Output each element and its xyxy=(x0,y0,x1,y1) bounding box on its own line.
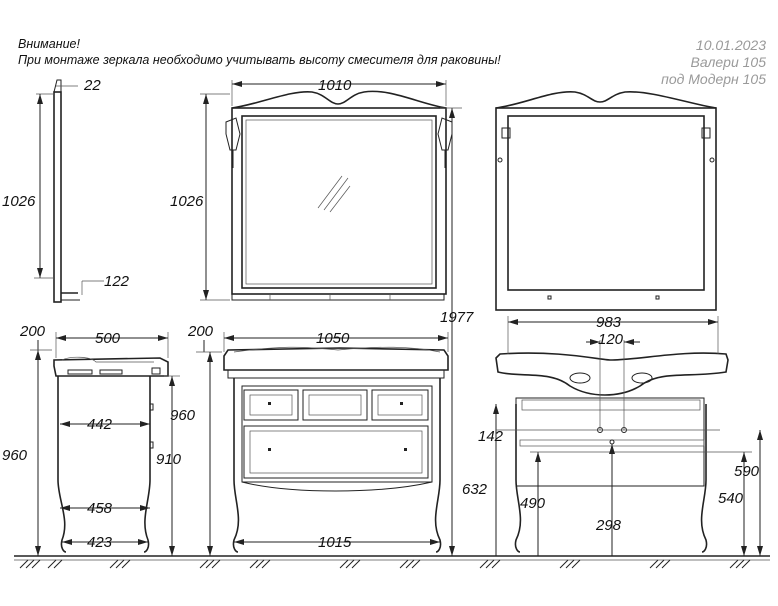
total-height-line xyxy=(440,107,462,556)
dim-sink-depth-top: 200 xyxy=(19,323,46,340)
dim-rear-490: 490 xyxy=(520,495,546,512)
cabinet-rear-view xyxy=(493,316,763,556)
dim-rear-540: 540 xyxy=(718,490,744,507)
dim-rear-590: 590 xyxy=(734,463,760,480)
dim-total-height: 1977 xyxy=(440,309,474,326)
dim-leg-depth-423: 423 xyxy=(87,534,113,551)
dim-mirror-height-side: 1026 xyxy=(2,193,36,210)
warning-title: Внимание! xyxy=(18,37,80,51)
dim-leg-depth-458: 458 xyxy=(87,500,113,517)
model-variant: под Модерн 105 xyxy=(661,71,766,87)
cabinet-side-view xyxy=(30,332,180,556)
dim-rear-142: 142 xyxy=(478,428,504,445)
dim-mirror-depth: 22 xyxy=(83,77,101,94)
dim-rear-width: 983 xyxy=(596,314,622,331)
cabinet-front-view xyxy=(196,332,449,556)
dim-side-height-910: 910 xyxy=(156,451,182,468)
dim-cabinet-height-side: 960 xyxy=(2,447,28,464)
dim-cabinet-inner-depth: 442 xyxy=(87,416,113,433)
dim-front-sink-offset: 200 xyxy=(187,323,214,340)
dim-mirror-width: 1010 xyxy=(318,77,352,94)
dim-rear-298: 298 xyxy=(595,517,622,534)
dim-rear-hole-spacing: 120 xyxy=(598,331,624,348)
dim-cabinet-depth: 500 xyxy=(95,330,121,347)
mirror-side-view xyxy=(34,79,104,303)
dim-front-leg-width: 1015 xyxy=(318,534,352,551)
mirror-front-view xyxy=(200,80,453,301)
drawing-date: 10.01.2023 xyxy=(695,37,766,53)
warning-text: При монтаже зеркала необходимо учитывать… xyxy=(18,53,501,67)
floor-line xyxy=(14,555,770,569)
dim-mirror-hook: 122 xyxy=(104,273,130,290)
mirror-rear-view xyxy=(495,91,717,311)
dim-front-height: 960 xyxy=(170,407,196,424)
dim-rear-632: 632 xyxy=(462,481,488,498)
dim-front-width: 1050 xyxy=(316,330,350,347)
dim-mirror-height-front: 1026 xyxy=(170,193,204,210)
model-name: Валери 105 xyxy=(690,54,766,70)
